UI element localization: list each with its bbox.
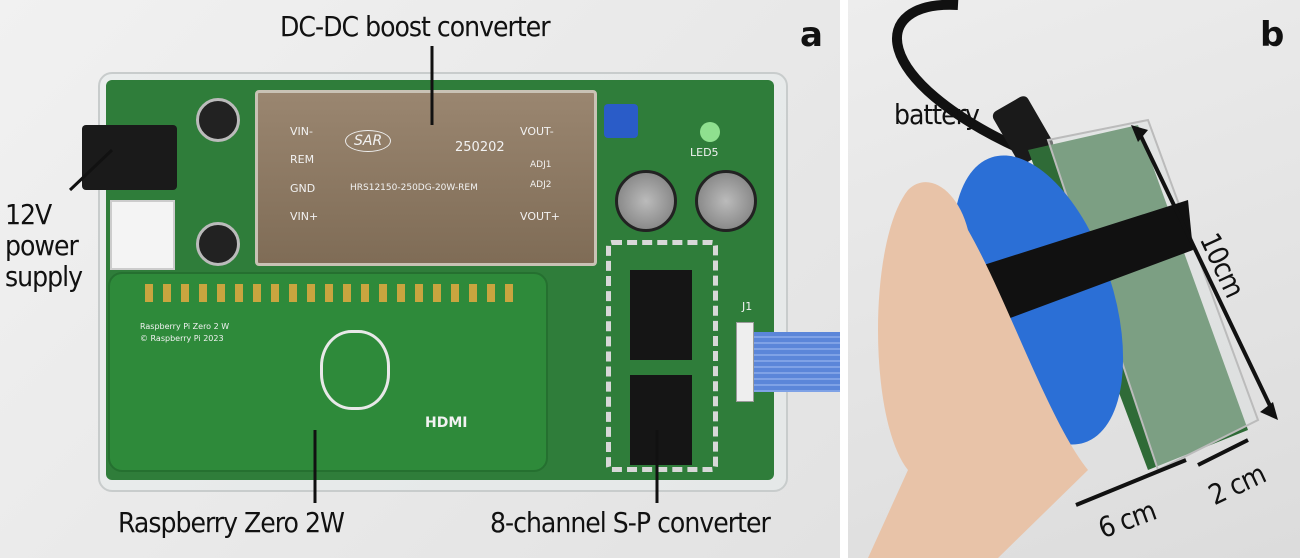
j1-label: J1 xyxy=(742,300,753,313)
pin-gnd: GND xyxy=(290,182,316,195)
potentiometer xyxy=(604,104,638,138)
label-power-supply: 12V power supply xyxy=(5,198,83,293)
pi-copyright: © Raspberry Pi 2023 xyxy=(140,334,224,343)
capacitor-c21 xyxy=(695,170,757,232)
pin-vin-plus: VIN+ xyxy=(290,210,319,223)
length-arrow xyxy=(1136,129,1275,413)
panel-label-a: a xyxy=(800,15,823,55)
led xyxy=(700,122,720,142)
capacitor-c17 xyxy=(196,222,240,266)
gpio-header xyxy=(145,284,515,302)
callout-lines xyxy=(68,46,659,503)
sp-converter-highlight xyxy=(606,240,718,472)
pin-adj2: ADJ2 xyxy=(530,180,552,190)
module-model: HRS12150-250DG-20W-REM xyxy=(350,183,478,193)
panel-a-photo: VIN- REM GND VIN+ SAR 250202 HRS12150-25… xyxy=(0,0,840,558)
depth-arrow xyxy=(1197,438,1249,467)
panel-label-b: b xyxy=(1260,15,1285,55)
pin-vin-minus: VIN- xyxy=(290,125,313,138)
module-brand: SAR xyxy=(345,130,392,152)
power-cable xyxy=(892,0,1026,155)
velcro-strap xyxy=(968,200,1193,330)
label-battery: battery xyxy=(894,98,980,131)
width-arrow xyxy=(1075,458,1187,507)
pi-name: Raspberry Pi Zero 2 W xyxy=(140,322,230,331)
connector-cn2 xyxy=(110,200,175,270)
ribbon-cable xyxy=(754,332,840,392)
boost-module xyxy=(255,90,597,266)
chip-u1 xyxy=(630,375,692,465)
pin-vout-plus: VOUT+ xyxy=(520,210,560,223)
label-raspberry-pi: Raspberry Zero 2W xyxy=(118,506,345,539)
hand xyxy=(868,182,1088,558)
capacitor-c20 xyxy=(615,170,677,232)
dc-plug xyxy=(992,96,1054,164)
pin-adj1: ADJ1 xyxy=(530,160,552,170)
device-pcb xyxy=(1028,125,1248,470)
raspberry-logo xyxy=(320,330,390,410)
chip-u2 xyxy=(630,270,692,360)
ribbon-connector-j1 xyxy=(736,322,754,402)
dc-jack xyxy=(82,125,177,190)
raspberry-pi-board xyxy=(108,272,548,472)
label-sp-converter: 8-channel S-P converter xyxy=(490,506,771,539)
led-label: LED5 xyxy=(690,146,719,159)
capacitor-c18 xyxy=(196,98,240,142)
handheld-device-photo xyxy=(868,0,1278,558)
pin-vout-minus: VOUT- xyxy=(520,125,554,138)
pin-rem: REM xyxy=(290,153,315,166)
panel-b-photo: battery 10cm 6 cm 2 cm b xyxy=(848,0,1300,558)
hdmi-label: HDMI xyxy=(425,415,468,431)
label-boost-converter: DC-DC boost converter xyxy=(280,10,551,43)
module-code: 250202 xyxy=(455,140,505,155)
